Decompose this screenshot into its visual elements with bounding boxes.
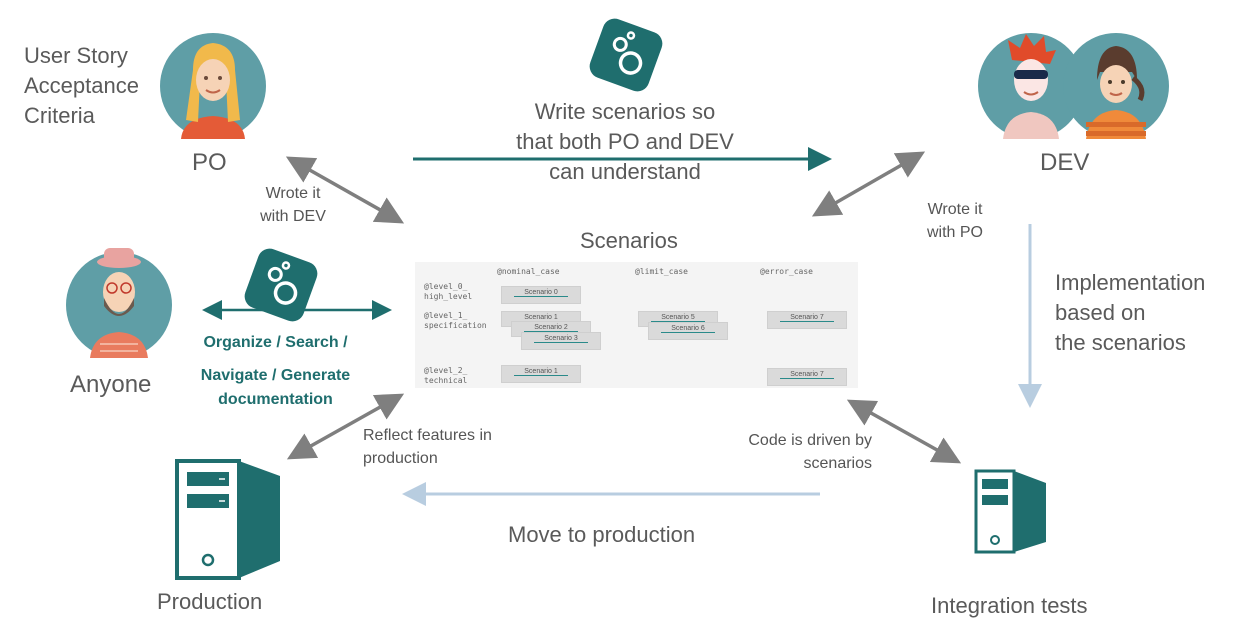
tests-link-line: scenarios — [803, 455, 872, 472]
po-caption: PO — [192, 149, 227, 176]
scenario-card: Scenario 1 — [501, 365, 581, 383]
integration-caption: Integration tests — [931, 593, 1088, 618]
anyone-caption: Anyone — [70, 371, 152, 398]
scenario-card-label: Scenario 1 — [514, 368, 568, 376]
anyone-link-line: Navigate / Generate — [200, 367, 351, 384]
po-note-line: User Story — [24, 43, 128, 68]
production-caption: Production — [157, 589, 263, 614]
production-link-line: production — [363, 450, 438, 467]
dev-scenarios-arrow — [811, 151, 926, 217]
dev-avatar-2 — [1063, 33, 1169, 139]
write-scenarios-label: Write scenarios so that both PO and DEV … — [480, 97, 770, 187]
level-0-label: @level_0_ high_level — [424, 282, 472, 302]
scenario-card: Scenario 7 — [767, 368, 847, 386]
dev-link-line: with PO — [926, 224, 983, 241]
dev-link-label: Wrote it with PO — [905, 198, 1005, 244]
tag-error: @error_case — [760, 267, 813, 276]
tests-link-line: Code is driven by — [748, 432, 872, 449]
scenario-card-label: Scenario 6 — [661, 325, 715, 333]
scenarios-table: @nominal_case @limit_case @error_case @l… — [415, 262, 858, 388]
scenario-card-label: Scenario 5 — [651, 314, 705, 322]
level-2-label: @level_2_ technical — [424, 366, 467, 386]
implementation-line: based on — [1055, 300, 1146, 325]
po-note: User Story Acceptance Criteria — [24, 41, 164, 131]
level-line: specification — [424, 321, 487, 330]
po-note-line: Acceptance — [24, 73, 139, 98]
scenario-card-label: Scenario 2 — [524, 324, 578, 332]
write-scenarios-line: that both PO and DEV — [516, 129, 734, 154]
scenario-card: Scenario 3 — [521, 332, 601, 350]
po-link-line: with DEV — [260, 208, 326, 225]
production-server-icon — [175, 459, 280, 580]
po-link-line: Wrote it — [265, 185, 321, 202]
production-link-label: Reflect features in production — [363, 424, 533, 470]
dev-caption: DEV — [1040, 149, 1090, 176]
implementation-line: Implementation — [1055, 270, 1206, 295]
cucumber-icon — [244, 248, 318, 322]
scenario-card-label: Scenario 1 — [514, 314, 568, 322]
tests-scenarios-arrow — [846, 399, 962, 464]
dev-avatar — [978, 33, 1084, 139]
scenario-card-label: Scenario 3 — [534, 335, 588, 343]
level-line: @level_2_ — [424, 366, 468, 375]
implementation-label: Implementation based on the scenarios — [1055, 268, 1235, 358]
cucumber-icon — [589, 18, 663, 92]
scenario-card-label: Scenario 7 — [780, 314, 834, 322]
tag-limit: @limit_case — [635, 267, 688, 276]
integration-server-icon — [974, 469, 1046, 554]
scenario-card: Scenario 0 — [501, 286, 581, 304]
level-line: technical — [424, 376, 468, 385]
write-scenarios-line: Write scenarios so — [534, 99, 716, 124]
po-link-label: Wrote it with DEV — [238, 182, 348, 228]
level-1-label: @level_1_ specification — [424, 311, 487, 331]
scenario-card-label: Scenario 7 — [780, 371, 834, 379]
level-line: high_level — [424, 292, 473, 301]
tag-nominal: @nominal_case — [497, 267, 560, 276]
anyone-avatar — [66, 248, 172, 358]
production-scenarios-arrow — [286, 393, 405, 460]
level-line: @level_1_ — [424, 311, 468, 320]
scenario-card-label: Scenario 0 — [514, 289, 568, 297]
anyone-link-line: Organize / Search / — [203, 334, 348, 351]
anyone-link-line: documentation — [218, 391, 333, 408]
po-scenarios-arrow — [285, 156, 405, 224]
po-note-line: Criteria — [24, 103, 95, 128]
write-scenarios-line: can understand — [549, 159, 701, 184]
implementation-line: the scenarios — [1055, 330, 1186, 355]
po-avatar — [160, 33, 266, 139]
scenario-card: Scenario 6 — [648, 322, 728, 340]
scenarios-title: Scenarios — [580, 228, 678, 253]
level-line: @level_0_ — [424, 282, 468, 291]
move-to-production-label: Move to production — [508, 522, 696, 547]
dev-link-line: Wrote it — [927, 201, 983, 218]
production-link-line: Reflect features in — [363, 427, 492, 444]
scenario-card: Scenario 7 — [767, 311, 847, 329]
anyone-link-label: Organize / Search / Navigate / Generate … — [178, 332, 373, 411]
tests-link-label: Code is driven by scenarios — [700, 429, 872, 475]
